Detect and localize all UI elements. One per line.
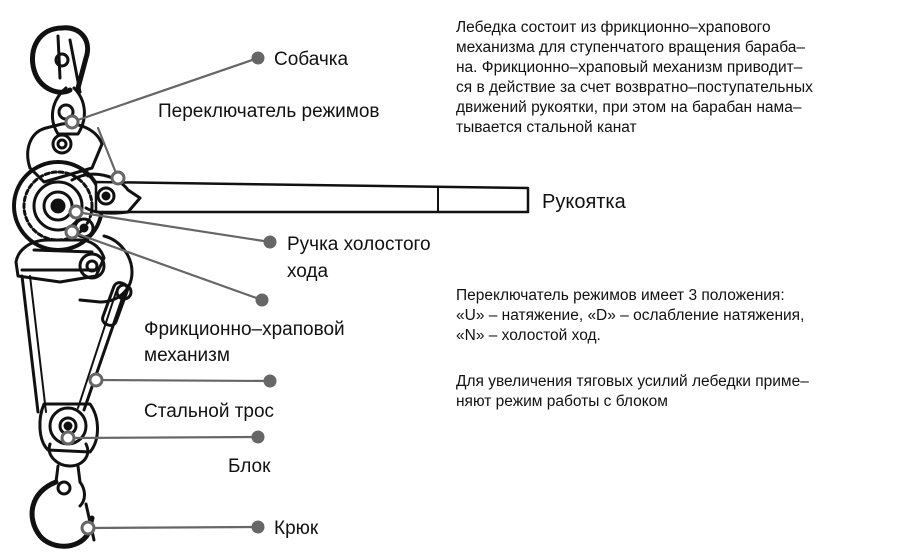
label-block: Блок [228, 456, 271, 477]
modes-line: Переключатель режимов имеет 3 положения: [456, 287, 785, 304]
block-note-line: Для увеличения тяговых усилий лебедки пр… [456, 373, 809, 390]
description-line: ся в действие за счет возвратно–поступат… [456, 79, 813, 96]
label-idle-handle-line2: хода [287, 261, 329, 282]
label-pawl: Собачка [274, 49, 349, 70]
leader-idle-handle [74, 210, 272, 244]
winch-handle [70, 172, 530, 215]
block-note-line: няют режим работы с блоком [456, 393, 668, 410]
leader-hook [86, 525, 260, 530]
leader-lines [66, 56, 272, 530]
label-cable: Стальной трос [144, 401, 275, 422]
leader-pawl [70, 56, 260, 124]
description-line: механизма для ступенчатого вращения бара… [456, 39, 806, 56]
leader-ratchet [70, 230, 264, 302]
part-markers [60, 114, 126, 536]
description-line: Лебедка состоит из фрикционно–храпового [456, 19, 771, 36]
description-line: на. Фрикционно–храповый механизм приводи… [456, 59, 803, 76]
label-dots [251, 51, 277, 534]
description-text: Лебедка состоит из фрикционно–храпового … [456, 18, 813, 138]
label-idle-handle-line1: Ручка холостого [287, 234, 431, 255]
modes-line: «U» – натяжение, «D» – ослабление натяже… [456, 307, 805, 324]
description-line: движений рукоятки, при этом на барабан н… [456, 99, 802, 116]
block-note-text: Для увеличения тяговых усилий лебедки пр… [456, 372, 809, 412]
description-line: тывается стальной канат [456, 119, 637, 136]
steel-cable [20, 274, 133, 414]
modes-text: Переключатель режимов имеет 3 положения:… [456, 286, 804, 346]
leader-block [66, 435, 260, 440]
label-ratchet-line1: Фрикционно–храповой [144, 319, 345, 340]
leader-cable [94, 378, 272, 383]
modes-line: «N» – холостой ход. [456, 327, 601, 344]
label-ratchet-line2: механизм [144, 345, 230, 366]
label-handle: Рукоятка [542, 191, 626, 213]
label-hook: Крюк [274, 518, 319, 539]
leader-mode-switch-stub [96, 126, 120, 180]
upper-hook [30, 25, 90, 136]
lower-block [38, 402, 99, 468]
label-mode-switch: Переключатель режимов [158, 101, 380, 122]
